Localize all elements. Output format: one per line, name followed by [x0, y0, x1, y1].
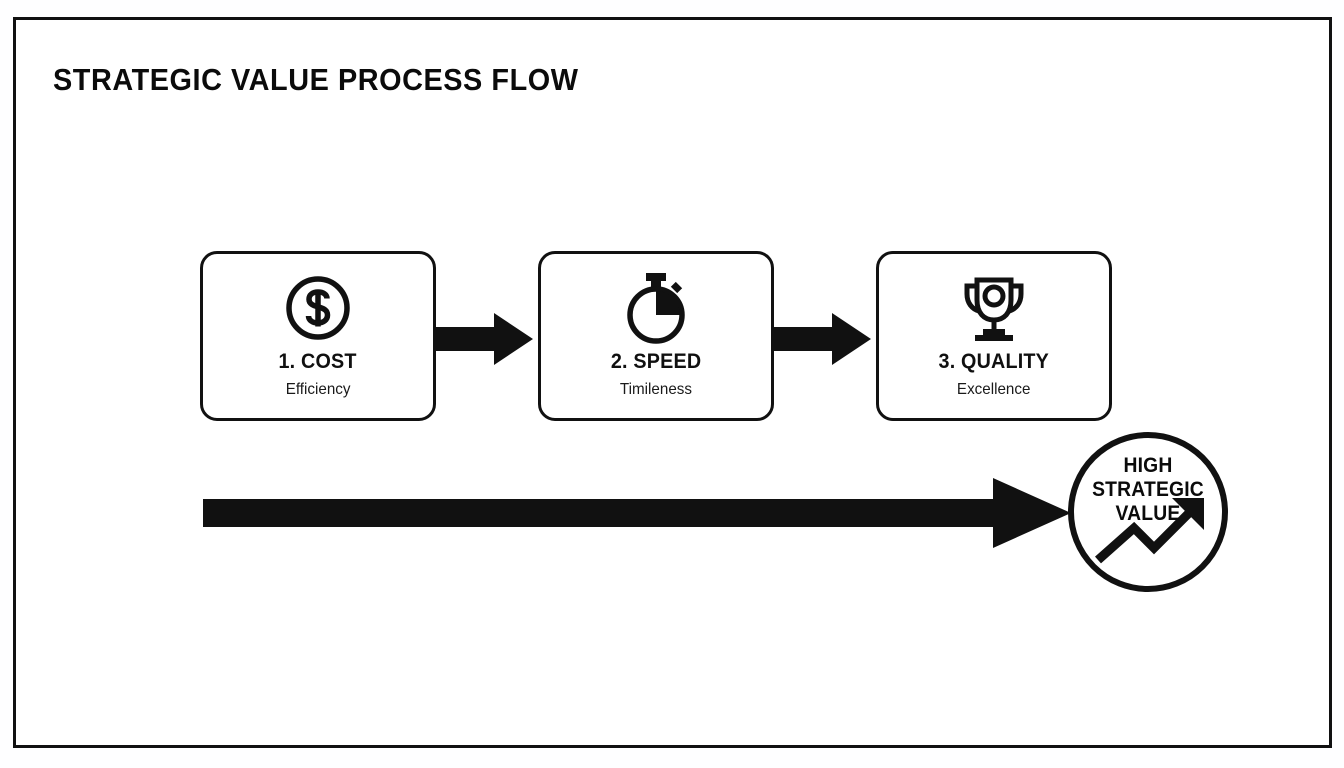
stage-card-speed[interactable]: 2. SPEED Timileness	[538, 251, 774, 421]
right-arrow-icon	[434, 309, 536, 369]
stage-card-quality[interactable]: 3. QUALITY Excellence	[876, 251, 1112, 421]
growth-arrow-icon	[1095, 498, 1204, 564]
page-title: STRATEGIC VALUE PROCESS FLOW	[53, 62, 579, 97]
long-right-arrow-icon	[203, 476, 1073, 550]
outcome-label: HIGH STRATEGIC VALUE	[1068, 454, 1228, 526]
stage-card-cost[interactable]: 1. COST Efficiency	[200, 251, 436, 421]
outcome-badge[interactable]: HIGH STRATEGIC VALUE	[1068, 432, 1228, 592]
stopwatch-icon	[618, 270, 694, 346]
outcome-line-1: HIGH	[1123, 454, 1173, 477]
dollar-circle-icon	[282, 270, 354, 346]
stage-title: 3. QUALITY	[938, 350, 1050, 373]
stage-subtitle: Timileness	[619, 381, 693, 398]
outcome-line-3: VALUE	[1115, 502, 1181, 525]
right-arrow-icon	[772, 309, 874, 369]
stage-subtitle: Excellence	[957, 381, 1031, 398]
stage-title: 2. SPEED	[610, 350, 702, 373]
stage-subtitle: Efficiency	[285, 381, 351, 398]
stage-title: 1. COST	[278, 350, 358, 373]
trophy-icon	[956, 270, 1032, 346]
outcome-line-2: STRATEGIC	[1092, 478, 1204, 501]
